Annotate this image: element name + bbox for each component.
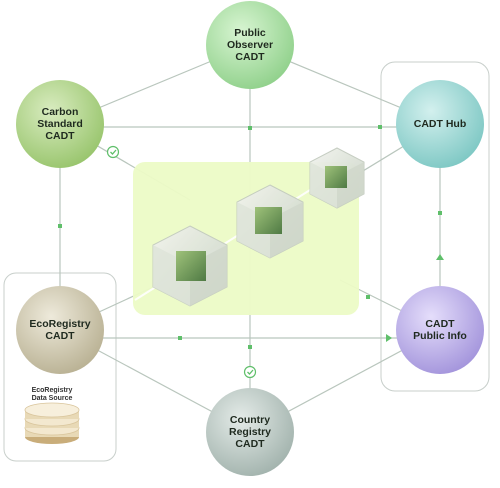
database-icon xyxy=(24,402,80,444)
node-carbon-standard xyxy=(16,80,104,168)
marker-dot xyxy=(248,126,252,130)
data-source-label: EcoRegistry Data Source xyxy=(31,387,73,402)
check-icon xyxy=(106,145,120,159)
arrow-head-hub xyxy=(436,254,444,260)
node-ecoregistry xyxy=(16,286,104,374)
hub-group-outline xyxy=(380,61,490,392)
marker-dot xyxy=(248,345,252,349)
node-public-observer xyxy=(206,1,294,89)
ledger-cube-3 xyxy=(309,147,365,209)
edge-markers xyxy=(58,125,442,349)
marker-dot xyxy=(378,125,382,129)
node-public-info xyxy=(396,286,484,374)
arrow-head-info xyxy=(386,334,392,342)
ledger-cube-2 xyxy=(236,184,304,259)
marker-dot xyxy=(438,211,442,215)
node-cadt-hub xyxy=(396,80,484,168)
node-country-registry xyxy=(206,388,294,476)
ledger-cube-1 xyxy=(152,225,228,307)
marker-dot xyxy=(178,336,182,340)
marker-dot xyxy=(366,295,370,299)
marker-dot xyxy=(58,224,62,228)
check-icon xyxy=(243,365,257,379)
